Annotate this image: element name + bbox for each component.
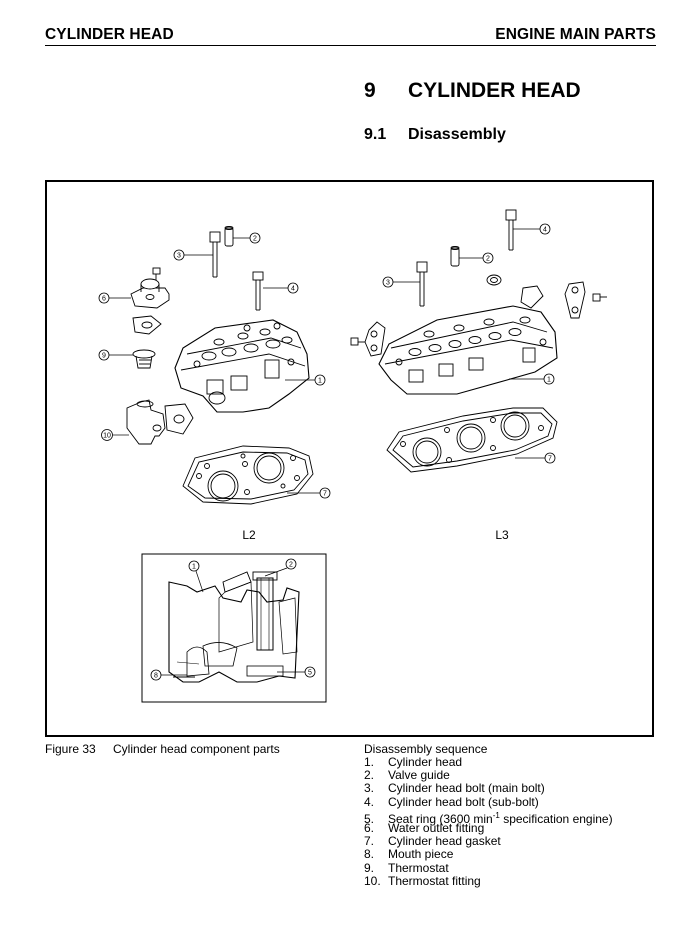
list-item: 7.Cylinder head gasket	[364, 834, 501, 849]
l2-main-bolt	[209, 231, 221, 278]
callout-l2-1: 1	[318, 378, 322, 385]
callout-leaders	[109, 228, 545, 676]
label-l2: L2	[242, 528, 256, 542]
list-item: 1.Cylinder head	[364, 755, 463, 769]
l2-sub-bolt	[252, 271, 264, 311]
callout-l3-1: 1	[547, 377, 551, 384]
callout-l2-7: 7	[323, 491, 327, 498]
callout-l3-3: 3	[386, 280, 390, 287]
l3-cylinder-head	[378, 305, 558, 395]
l2-cylinder-head	[174, 319, 310, 413]
l3-exploded-view	[350, 209, 607, 473]
list-item: 8.Mouth piece	[364, 847, 454, 862]
detail-section-view	[141, 553, 327, 703]
callout-l2-4: 4	[291, 286, 295, 293]
subsection-title: Disassembly	[408, 126, 506, 143]
label-l3: L3	[495, 528, 509, 542]
callout-l3-7: 7	[548, 456, 552, 463]
list-item: 2.Valve guide	[364, 768, 450, 783]
list-item: 6.Water outlet fitting	[364, 820, 485, 835]
list-item: 9.Thermostat	[364, 860, 449, 875]
l2-head-gasket	[182, 445, 314, 505]
l2-exploded-view	[126, 226, 314, 505]
callout-l2-10: 10	[103, 433, 111, 440]
l2-water-outlet-fitting	[130, 278, 170, 309]
callout-l3-4: 4	[543, 227, 547, 234]
exploded-view-diagram: 3 2 4 6 9 10 1 7 3 2 4 1 7 1 2 8 5 L2 L3	[98, 209, 607, 703]
figure-caption: Cylinder head component parts	[113, 742, 280, 756]
header-divider	[45, 45, 656, 46]
section-title: CYLINDER HEAD	[408, 79, 581, 102]
list-item: 10.Thermostat fitting	[364, 873, 481, 888]
list-item: 5.Seat ring (3600 min-1 specification en…	[364, 810, 613, 826]
l2-valve-guide	[224, 226, 234, 247]
callout-detail-2: 2	[289, 562, 293, 569]
figure-frame: 3 2 4 6 9 10 1 7 3 2 4 1 7 1 2 8 5 L2 L3	[45, 180, 654, 737]
superscript: -1	[492, 810, 500, 820]
header-chapter-title: CYLINDER HEAD	[45, 26, 174, 43]
callout-l2-9: 9	[102, 353, 106, 360]
callout-detail-5: 5	[308, 670, 312, 677]
sequence-list: 1.Cylinder head 2.Valve guide 3.Cylinder…	[364, 755, 613, 888]
callout-detail-1: 1	[192, 564, 196, 571]
list-item: 3.Cylinder head bolt (main bolt)	[364, 781, 545, 796]
section-number: 9	[364, 79, 376, 102]
header-section-title: ENGINE MAIN PARTS	[495, 26, 656, 43]
list-item: 4.Cylinder head bolt (sub-bolt)	[364, 794, 539, 809]
l2-thermostat	[132, 349, 156, 369]
sequence-title: Disassembly sequence	[364, 742, 488, 756]
callout-l3-2: 2	[486, 256, 490, 263]
l3-head-gasket	[386, 407, 558, 473]
callout-detail-8: 8	[154, 673, 158, 680]
callout-markers	[98, 223, 556, 681]
l2-thermostat-fitting	[126, 399, 166, 445]
callout-l2-2: 2	[253, 236, 257, 243]
callout-l2-6: 6	[102, 296, 106, 303]
figure-number: Figure 33	[45, 742, 96, 756]
subsection-number: 9.1	[364, 126, 387, 143]
callout-l2-3: 3	[177, 253, 181, 260]
